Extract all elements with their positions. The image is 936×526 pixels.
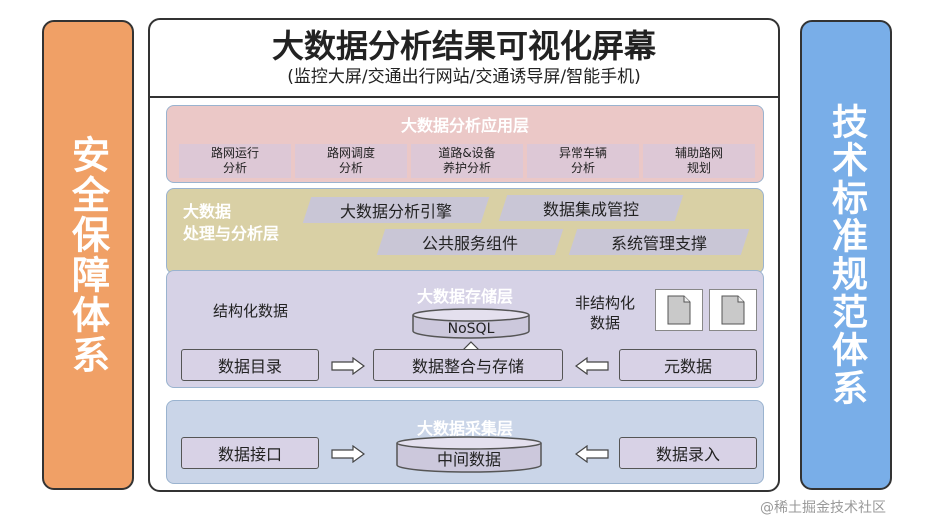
app-item-line2: 分析 bbox=[338, 161, 363, 175]
processing-title-line1: 大数据 bbox=[183, 202, 232, 221]
unstructured-line1: 非结构化 bbox=[575, 294, 636, 312]
processing-layer-title: 大数据 处理与分析层 bbox=[183, 201, 279, 245]
storage-layer: 大数据存储层 结构化数据 非结构化 数据 NoSQL 数据目录 数据整合与存储 bbox=[166, 270, 764, 388]
storage-layer-title: 大数据存储层 bbox=[416, 287, 513, 306]
security-system-pillar: 安全保障体系 bbox=[42, 20, 134, 490]
document-icon bbox=[709, 289, 757, 331]
app-item-line2: 分析 bbox=[570, 161, 595, 175]
header-box: 大数据分析结果可视化屏幕 (监控大屏/交通出行网站/交通诱导屏/智能手机) bbox=[150, 20, 778, 98]
analysis-engine-block: 大数据分析引擎 bbox=[302, 197, 490, 223]
right-arrow-icon bbox=[331, 357, 365, 375]
analysis-engine-label: 大数据分析引擎 bbox=[339, 202, 452, 221]
collection-layer: 大数据采集层 数据接口 中间数据 数据录入 bbox=[166, 400, 764, 484]
application-items: 路网运行 分析 路网调度 分析 道路&设备 养护分析 异常车辆 分析 辅助路网 … bbox=[179, 144, 755, 178]
collection-layer-title: 大数据采集层 bbox=[416, 419, 513, 438]
document-icon bbox=[655, 289, 703, 331]
page-subtitle: (监控大屏/交通出行网站/交通诱导屏/智能手机) bbox=[287, 67, 641, 87]
app-item-road-maintenance: 道路&设备 养护分析 bbox=[411, 144, 523, 178]
application-layer-title: 大数据分析应用层 bbox=[400, 116, 529, 135]
processing-layer: 大数据 处理与分析层 大数据分析引擎 数据集成管控 公共服务组件 系统管理支撑 bbox=[166, 188, 764, 274]
public-services-block: 公共服务组件 bbox=[376, 229, 564, 255]
app-item-network-dispatch: 路网调度 分析 bbox=[295, 144, 407, 178]
application-layer: 大数据分析应用层 路网运行 分析 路网调度 分析 道路&设备 养护分析 异常车辆… bbox=[166, 105, 764, 183]
structured-data-label: 结构化数据 bbox=[213, 302, 289, 320]
public-services-label: 公共服务组件 bbox=[421, 234, 518, 253]
security-system-label: 安全保障体系 bbox=[65, 135, 110, 375]
data-entry-box: 数据录入 bbox=[619, 437, 757, 469]
processing-title-line2: 处理与分析层 bbox=[183, 224, 280, 243]
app-item-line1: 道路&设备 bbox=[438, 146, 496, 160]
app-item-line1: 路网运行 bbox=[210, 146, 259, 160]
app-item-line1: 路网调度 bbox=[326, 146, 375, 160]
watermark: @稀土掘金技术社区 bbox=[760, 500, 886, 516]
data-integration-block: 数据集成管控 bbox=[498, 195, 684, 221]
architecture-frame: 大数据分析结果可视化屏幕 (监控大屏/交通出行网站/交通诱导屏/智能手机) 大数… bbox=[148, 18, 780, 492]
intermediate-data-label: 中间数据 bbox=[437, 450, 501, 469]
unstructured-line2: 数据 bbox=[590, 314, 621, 332]
app-item-line2: 规划 bbox=[686, 161, 711, 175]
app-item-network-operation: 路网运行 分析 bbox=[179, 144, 291, 178]
tech-standard-label: 技术标准规范体系 bbox=[826, 103, 867, 407]
unstructured-data-label: 非结构化 数据 bbox=[575, 293, 635, 333]
intermediate-data-icon: 中间数据 bbox=[396, 436, 542, 473]
data-catalog-box: 数据目录 bbox=[181, 349, 319, 381]
left-arrow-icon bbox=[575, 357, 609, 375]
left-arrow-icon bbox=[575, 445, 609, 463]
data-integration-label: 数据集成管控 bbox=[542, 200, 639, 219]
data-interface-box: 数据接口 bbox=[181, 437, 319, 469]
app-item-line2: 分析 bbox=[222, 161, 247, 175]
tech-standard-pillar: 技术标准规范体系 bbox=[800, 20, 892, 490]
nosql-label: NoSQL bbox=[448, 321, 495, 337]
app-item-line1: 异常车辆 bbox=[558, 146, 607, 160]
system-support-label: 系统管理支撑 bbox=[610, 234, 707, 253]
app-item-line1: 辅助路网 bbox=[674, 146, 723, 160]
app-item-line2: 养护分析 bbox=[442, 161, 491, 175]
app-item-abnormal-vehicle: 异常车辆 分析 bbox=[527, 144, 639, 178]
right-arrow-icon bbox=[331, 445, 365, 463]
nosql-database-icon: NoSQL bbox=[412, 308, 530, 339]
data-integration-storage-box: 数据整合与存储 bbox=[373, 349, 563, 381]
system-support-block: 系统管理支撑 bbox=[568, 229, 750, 255]
page-title: 大数据分析结果可视化屏幕 bbox=[271, 27, 656, 65]
metadata-box: 元数据 bbox=[619, 349, 757, 381]
app-item-network-planning: 辅助路网 规划 bbox=[643, 144, 755, 178]
